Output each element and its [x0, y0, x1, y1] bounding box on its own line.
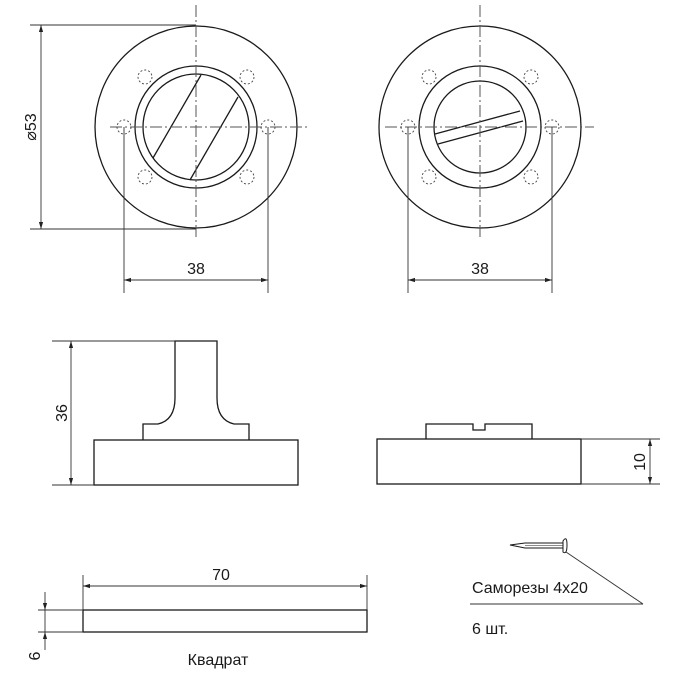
square-spindle: 70 6 Квадрат — [27, 567, 368, 669]
side-view-indicator: 10 — [376, 423, 660, 485]
screws-label: Саморезы 4x20 — [472, 580, 588, 597]
square-label: Квадрат — [188, 652, 249, 669]
screws-qty-label: 6 шт. — [472, 621, 508, 638]
square-length-label: 70 — [212, 567, 230, 584]
hole-spacing-right-label: 38 — [471, 261, 489, 278]
hole-spacing-left-label: 38 — [187, 261, 205, 278]
screw-callout: Саморезы 4x20 6 шт. — [470, 538, 644, 638]
screw-holes — [116, 69, 276, 185]
diameter-label: ⌀53 — [23, 113, 40, 141]
square-thickness-label: 6 — [27, 651, 44, 660]
screw-holes — [400, 69, 560, 185]
top-view-right: 38 — [378, 5, 594, 293]
top-view-left: ⌀53 38 — [23, 5, 310, 293]
height-total-label: 36 — [54, 404, 71, 422]
base-height-label: 10 — [632, 453, 649, 471]
side-view-knob: 36 — [52, 340, 299, 486]
